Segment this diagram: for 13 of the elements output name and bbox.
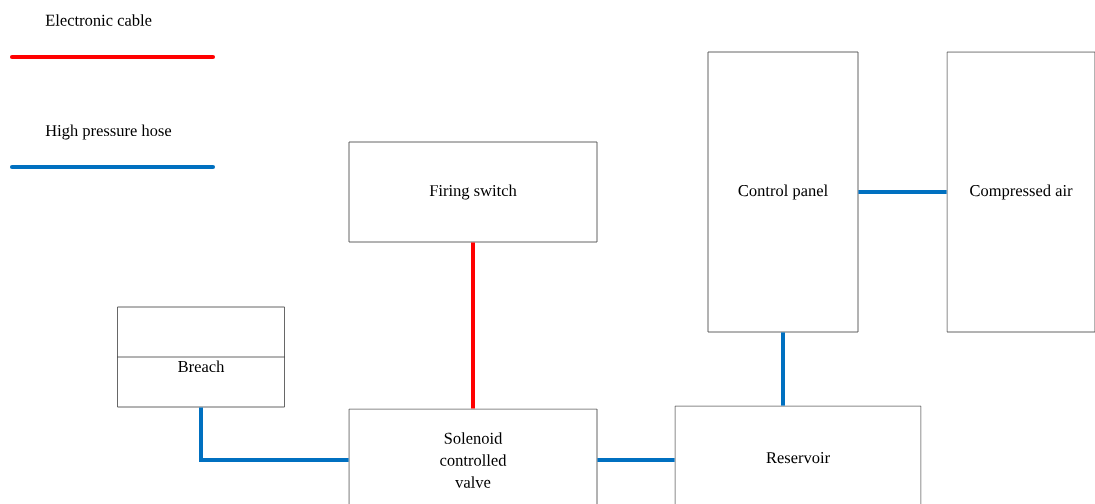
connector-line — [471, 242, 475, 409]
connector-line — [199, 407, 349, 462]
process-box: Control panel — [707, 51, 859, 333]
process-box: Firing switch — [348, 141, 598, 243]
reservoir-box: Reservoir — [674, 405, 922, 504]
connector-line — [781, 332, 785, 406]
legend-label: Electronic cable — [45, 14, 152, 26]
connector-line — [597, 458, 675, 462]
legend-label: High pressure hose — [45, 124, 172, 140]
connector-line — [858, 190, 947, 194]
breach-box: Breach — [116, 306, 286, 408]
process-box: Compressed air — [946, 51, 1095, 333]
valve-box: Solenoid controlled valve — [348, 408, 598, 504]
